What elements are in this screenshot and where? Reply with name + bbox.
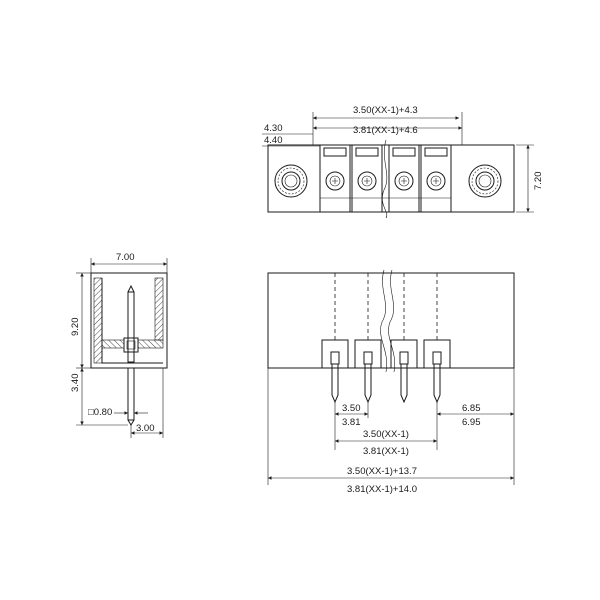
pin (127, 291, 135, 363)
dim-span-350: 3.50(XX-1) (363, 429, 409, 440)
dim-width: 7.00 (116, 252, 135, 263)
dim-body-height: 9.20 (70, 318, 81, 337)
dim-pitch-381: 3.81(XX-1)+4.6 (353, 125, 418, 136)
screw-icon (426, 171, 446, 191)
left-screw-flange (274, 164, 308, 198)
dim-pin-square: □0.80 (88, 407, 112, 418)
screw-icon (325, 171, 345, 191)
dim-pin-length: 3.40 (70, 374, 81, 393)
screw-icon (394, 171, 414, 191)
pins (331, 364, 441, 404)
dim-height: 7.20 (533, 172, 544, 191)
pin-housings (321, 339, 451, 369)
dim-span-381: 3.81(XX-1) (363, 446, 409, 457)
front-view: 3.50 3.81 3.50(XX-1) 3.81(XX-1) 6.85 6.9… (267, 269, 515, 495)
dim-right-a: 6.85 (462, 403, 481, 414)
dim-left-offset-b: 4.40 (264, 135, 283, 146)
dim-pin-offset: 3.00 (136, 423, 155, 434)
right-screw-flange (468, 164, 502, 198)
dim-left-offset-a: 4.30 (264, 123, 283, 134)
screw-icon (357, 171, 377, 191)
top-view: 3.50(XX-1)+4.3 3.81(XX-1)+4.6 4.30 4.40 … (262, 105, 544, 219)
pin-tail (127, 367, 135, 421)
dim-pitch-b: 3.81 (342, 417, 361, 428)
dim-pitch-350: 3.50(XX-1)+4.3 (353, 105, 418, 116)
break-line (382, 139, 388, 219)
dim-pitch-a: 3.50 (342, 403, 361, 414)
dim-total-381: 3.81(XX-1)+14.0 (347, 484, 417, 495)
top-view-body (267, 144, 515, 213)
dim-right-b: 6.95 (462, 417, 481, 428)
break-line (380, 269, 388, 373)
terminal-cells (319, 144, 452, 213)
side-view: 7.00 9.20 3.40 □0.80 3.00 (70, 252, 168, 438)
dim-total-350: 3.50(XX-1)+13.7 (347, 466, 417, 477)
